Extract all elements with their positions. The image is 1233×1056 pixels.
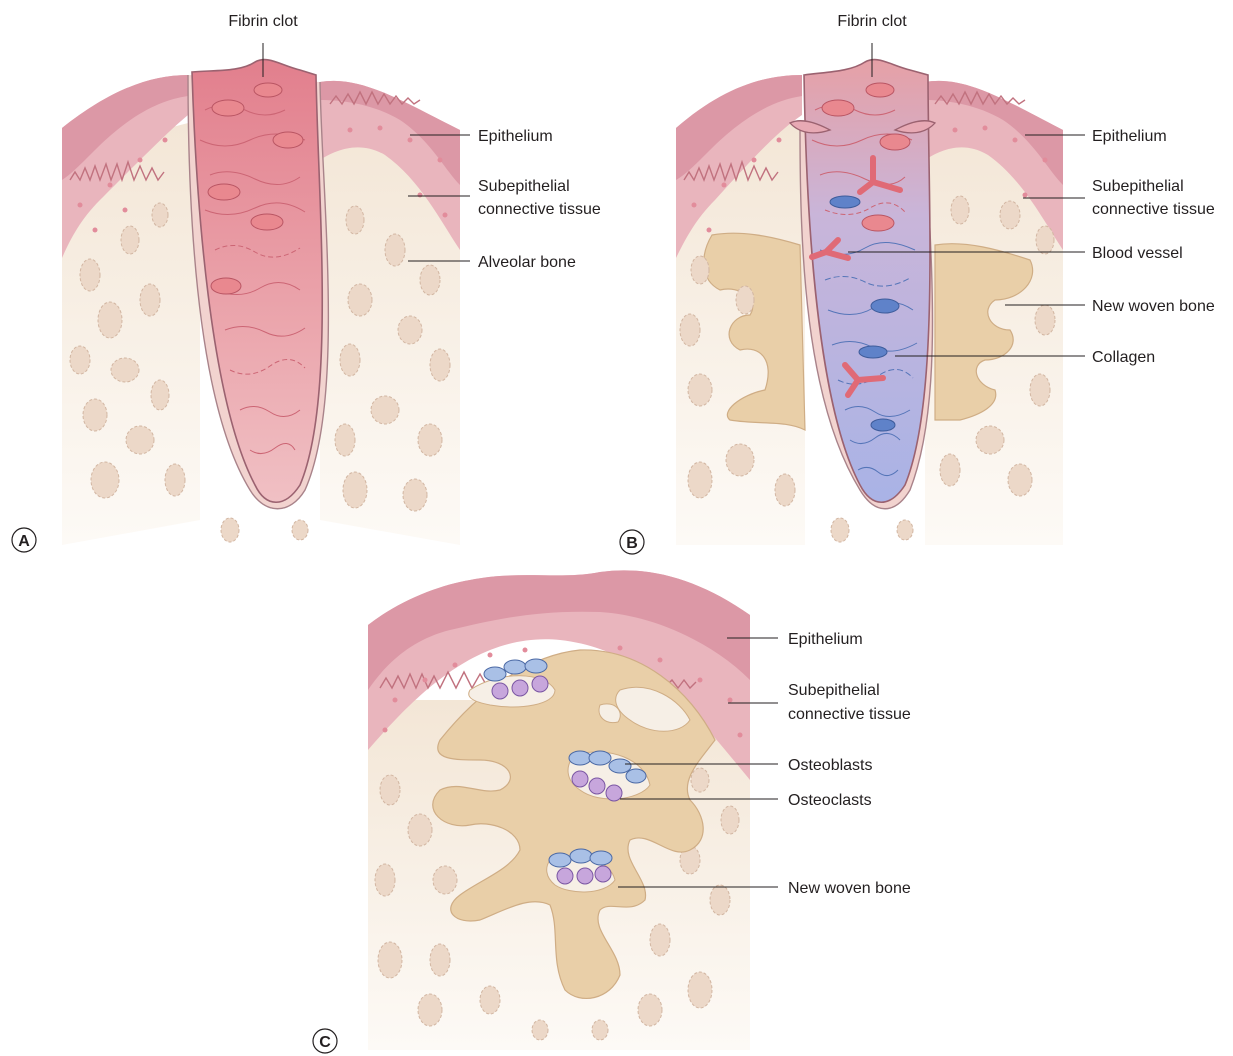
label-new-woven-bone: New woven bone [788, 880, 911, 897]
panel-b: Fibrin clot Epithelium Subepithelial con… [620, 13, 1215, 554]
label-blood-vessel: Blood vessel [1092, 245, 1183, 262]
label-new-woven-bone: New woven bone [1092, 298, 1215, 315]
label-fibrin-clot: Fibrin clot [837, 13, 907, 30]
label-alveolar-bone: Alveolar bone [478, 254, 576, 271]
label-connective-tissue: connective tissue [1092, 201, 1215, 218]
panel-a: Fibrin clot Epithelium Subepithelial con… [12, 13, 601, 552]
label-epithelium: Epithelium [788, 631, 863, 648]
fibrin-clot [192, 60, 322, 503]
label-subepithelial: Subepithelial [1092, 178, 1184, 195]
fibroblast [830, 196, 860, 208]
label-subepithelial: Subepithelial [788, 682, 880, 699]
label-subepithelial: Subepithelial [478, 178, 570, 195]
label-osteoclasts: Osteoclasts [788, 792, 872, 809]
label-epithelium: Epithelium [478, 128, 553, 145]
label-connective-tissue: connective tissue [788, 706, 911, 723]
panel-c: Epithelium Subepithelial connective tiss… [313, 570, 911, 1053]
panel-a-letter: A [18, 533, 30, 550]
label-connective-tissue: connective tissue [478, 201, 601, 218]
label-fibrin-clot: Fibrin clot [228, 13, 298, 30]
label-epithelium: Epithelium [1092, 128, 1167, 145]
label-collagen: Collagen [1092, 349, 1155, 366]
panel-c-letter: C [319, 1034, 331, 1051]
panel-b-letter: B [626, 535, 638, 552]
label-osteoblasts: Osteoblasts [788, 757, 872, 774]
